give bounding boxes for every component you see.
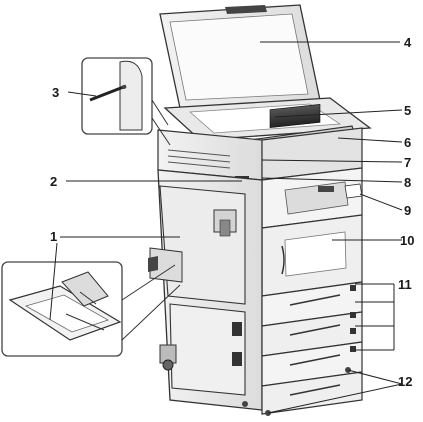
callout-4: 4	[404, 35, 412, 50]
callout-2: 2	[50, 174, 57, 189]
leader-9	[360, 194, 402, 210]
bypass-tray	[148, 248, 182, 282]
callout-8: 8	[404, 175, 411, 190]
callout-10: 10	[400, 233, 414, 248]
callout-1: 1	[50, 229, 57, 244]
callout-5: 5	[404, 103, 411, 118]
left-side-body	[158, 170, 262, 410]
callout-11: 11	[398, 277, 412, 292]
platen-cover	[160, 5, 320, 108]
callout-12: 12	[398, 374, 412, 389]
callout-6: 6	[404, 135, 411, 150]
callout-9: 9	[404, 203, 411, 218]
callout-3: 3	[52, 85, 59, 100]
inset-stylus	[82, 58, 170, 145]
callout-7: 7	[404, 155, 411, 170]
paper-trays	[262, 282, 362, 414]
